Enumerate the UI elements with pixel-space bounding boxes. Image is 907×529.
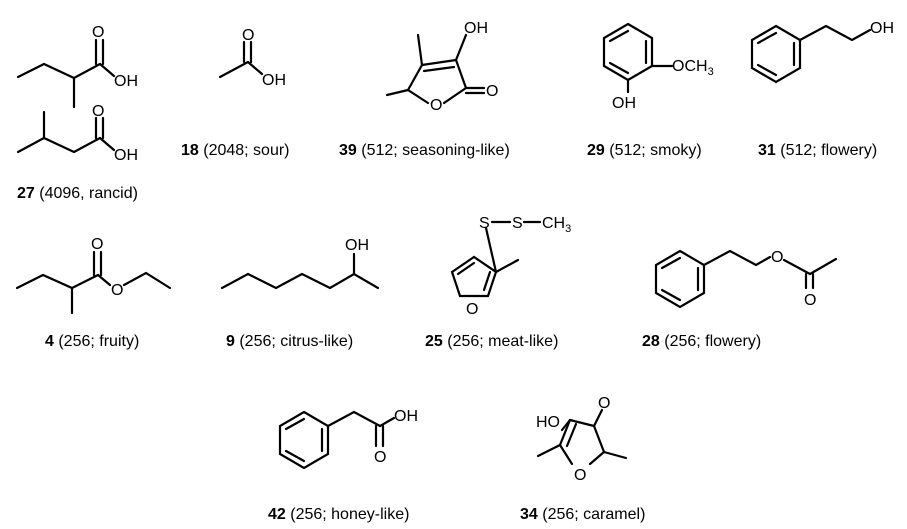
structure-2-methylbutanoic-acid: O OH (16, 24, 138, 109)
atom-o: O (91, 236, 103, 253)
caption-4: 4 (256; fruity) (45, 333, 140, 350)
atom-o: O (242, 27, 254, 44)
atom-oh: OH (464, 20, 488, 37)
caption-18: 18 (2048; sour) (181, 142, 290, 159)
structure-guaiacol: OCH3 OH (602, 22, 714, 112)
atom-s: S (512, 215, 523, 232)
atom-oh: OH (394, 408, 418, 425)
structure-2-heptanol: OH (220, 237, 380, 290)
atom-oh: OH (345, 237, 369, 254)
atom-o: O (111, 282, 123, 299)
atom-o: O (486, 83, 498, 100)
atom-oh: OH (612, 95, 636, 112)
structure-phenylethanol: OH (750, 20, 894, 84)
atom-s: S (479, 215, 490, 232)
structure-hydroxy-furanone: OH O O (385, 20, 498, 114)
caption-42: 42 (256; honey-like) (268, 506, 410, 523)
atom-och3: OCH3 (672, 58, 714, 78)
caption-29: 29 (512; smoky) (587, 142, 702, 159)
atom-oh: OH (262, 72, 286, 89)
atom-oh: OH (114, 73, 138, 90)
atom-o: O (466, 301, 478, 318)
atom-o: O (430, 97, 442, 114)
caption-25: 25 (256; meat-like) (425, 333, 559, 350)
caption-28: 28 (256; flowery) (642, 333, 762, 350)
atom-oh: OH (114, 147, 138, 164)
atom-ch3: CH3 (542, 215, 571, 235)
caption-34: 34 (256; caramel) (520, 506, 646, 523)
structure-phenylethyl-acetate: O O (654, 249, 838, 309)
structure-3-methylbutanoic-acid: O OH (16, 103, 138, 164)
caption-27: 27 (4096, rancid) (17, 185, 138, 202)
caption-31: 31 (512; flowery) (758, 142, 878, 159)
structure-ethyl-methylbutanoate: O O (15, 236, 172, 315)
structure-phenylacetic-acid: OH O (278, 408, 418, 470)
atom-o: O (771, 249, 783, 266)
caption-39: 39 (512; seasoning-like) (339, 142, 510, 159)
structure-furaneol: HO O O (536, 395, 628, 484)
structure-acetic-acid: O OH (218, 27, 286, 89)
atom-o: O (374, 449, 386, 466)
structure-methyl-furyl-disulfide: S S CH3 O (450, 215, 571, 318)
caption-9: 9 (256; citrus-like) (226, 333, 354, 350)
atom-o: O (598, 395, 610, 412)
atom-o: O (92, 24, 104, 41)
atom-ho: HO (536, 414, 560, 431)
atom-o: O (92, 103, 104, 120)
atom-o: O (804, 292, 816, 309)
atom-oh: OH (870, 20, 894, 37)
atom-o: O (574, 467, 586, 484)
